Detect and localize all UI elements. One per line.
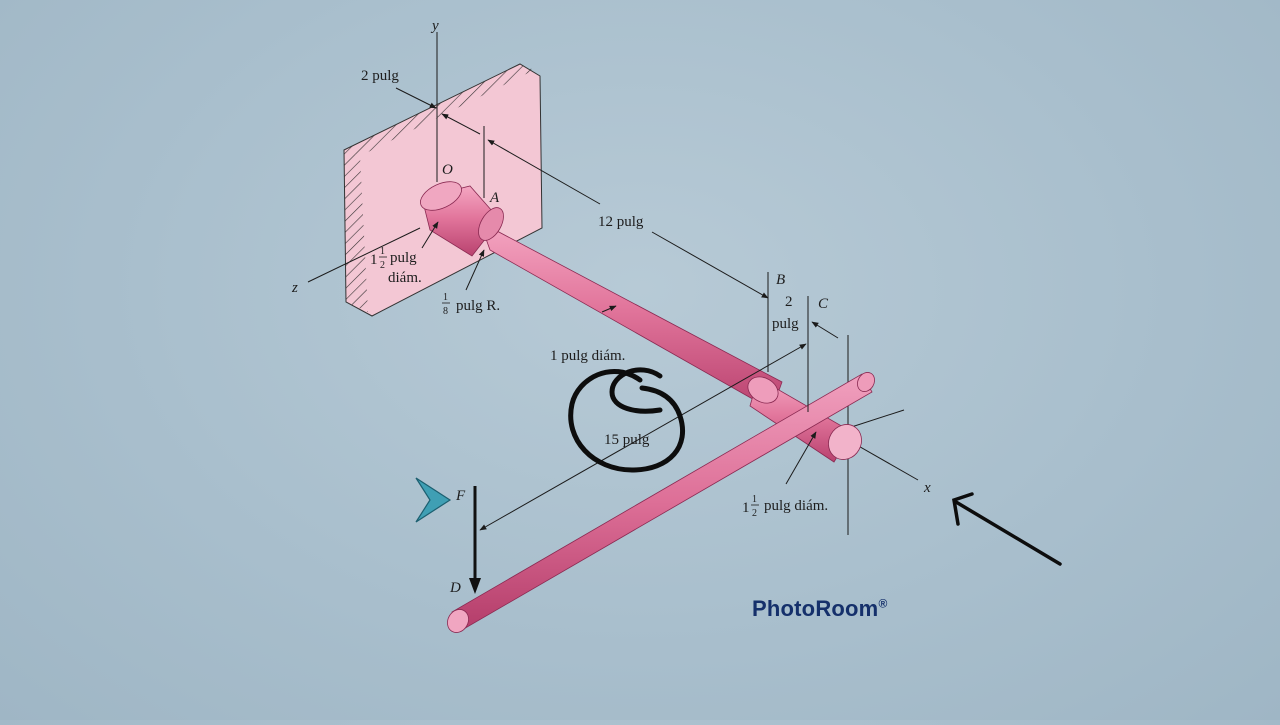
- main-shaft: [479, 221, 783, 411]
- svg-text:1: 1: [752, 494, 757, 505]
- point-c-label: C: [818, 296, 829, 312]
- dim-12-pulg: 12 pulg: [598, 214, 644, 230]
- dim-collar-diameter: 1 1 2 pulg diám.: [742, 494, 828, 519]
- svg-text:2: 2: [752, 508, 757, 519]
- svg-text:pulg: pulg: [390, 250, 417, 266]
- shoulder-section: [420, 181, 504, 257]
- dim-15-pulg: 15 pulg: [604, 432, 650, 448]
- svg-text:pulg R.: pulg R.: [456, 298, 500, 314]
- svg-text:1: 1: [370, 252, 378, 268]
- svg-text:2: 2: [380, 260, 385, 271]
- pointer-annotation-arrow: [952, 492, 1062, 566]
- teal-arrow-marker: [415, 477, 452, 523]
- x-axis-label: x: [923, 480, 931, 496]
- force-f-label: F: [455, 488, 466, 504]
- point-b-label: B: [776, 272, 785, 288]
- svg-text:1: 1: [380, 246, 385, 257]
- dim-fillet-radius: 1 8 pulg R.: [442, 292, 500, 317]
- svg-text:pulg diám.: pulg diám.: [764, 498, 828, 514]
- y-axis-label: y: [430, 18, 439, 34]
- svg-text:1: 1: [443, 292, 448, 303]
- rotation-annotation-icon: [568, 367, 686, 473]
- point-o-label: O: [442, 162, 453, 178]
- svg-text:1: 1: [742, 500, 750, 516]
- z-axis-label: z: [291, 280, 298, 296]
- force-arrow: [469, 486, 481, 594]
- dim-shoulder-diameter: 1 1 2 pulg diám.: [370, 246, 422, 286]
- dim-2-pulg: 2 pulg: [361, 68, 399, 84]
- point-a-label: A: [489, 190, 500, 206]
- dim-collar-pulg: pulg: [772, 316, 799, 332]
- dim-collar-2: 2: [785, 294, 793, 310]
- z-axis-line: [307, 227, 421, 283]
- dim-1-pulg-diam: 1 pulg diám.: [550, 348, 625, 364]
- svg-text:diám.: diám.: [388, 270, 422, 286]
- svg-text:8: 8: [443, 306, 448, 317]
- point-d-label: D: [449, 580, 461, 596]
- photoroom-watermark: PhotoRoom®: [752, 596, 888, 621]
